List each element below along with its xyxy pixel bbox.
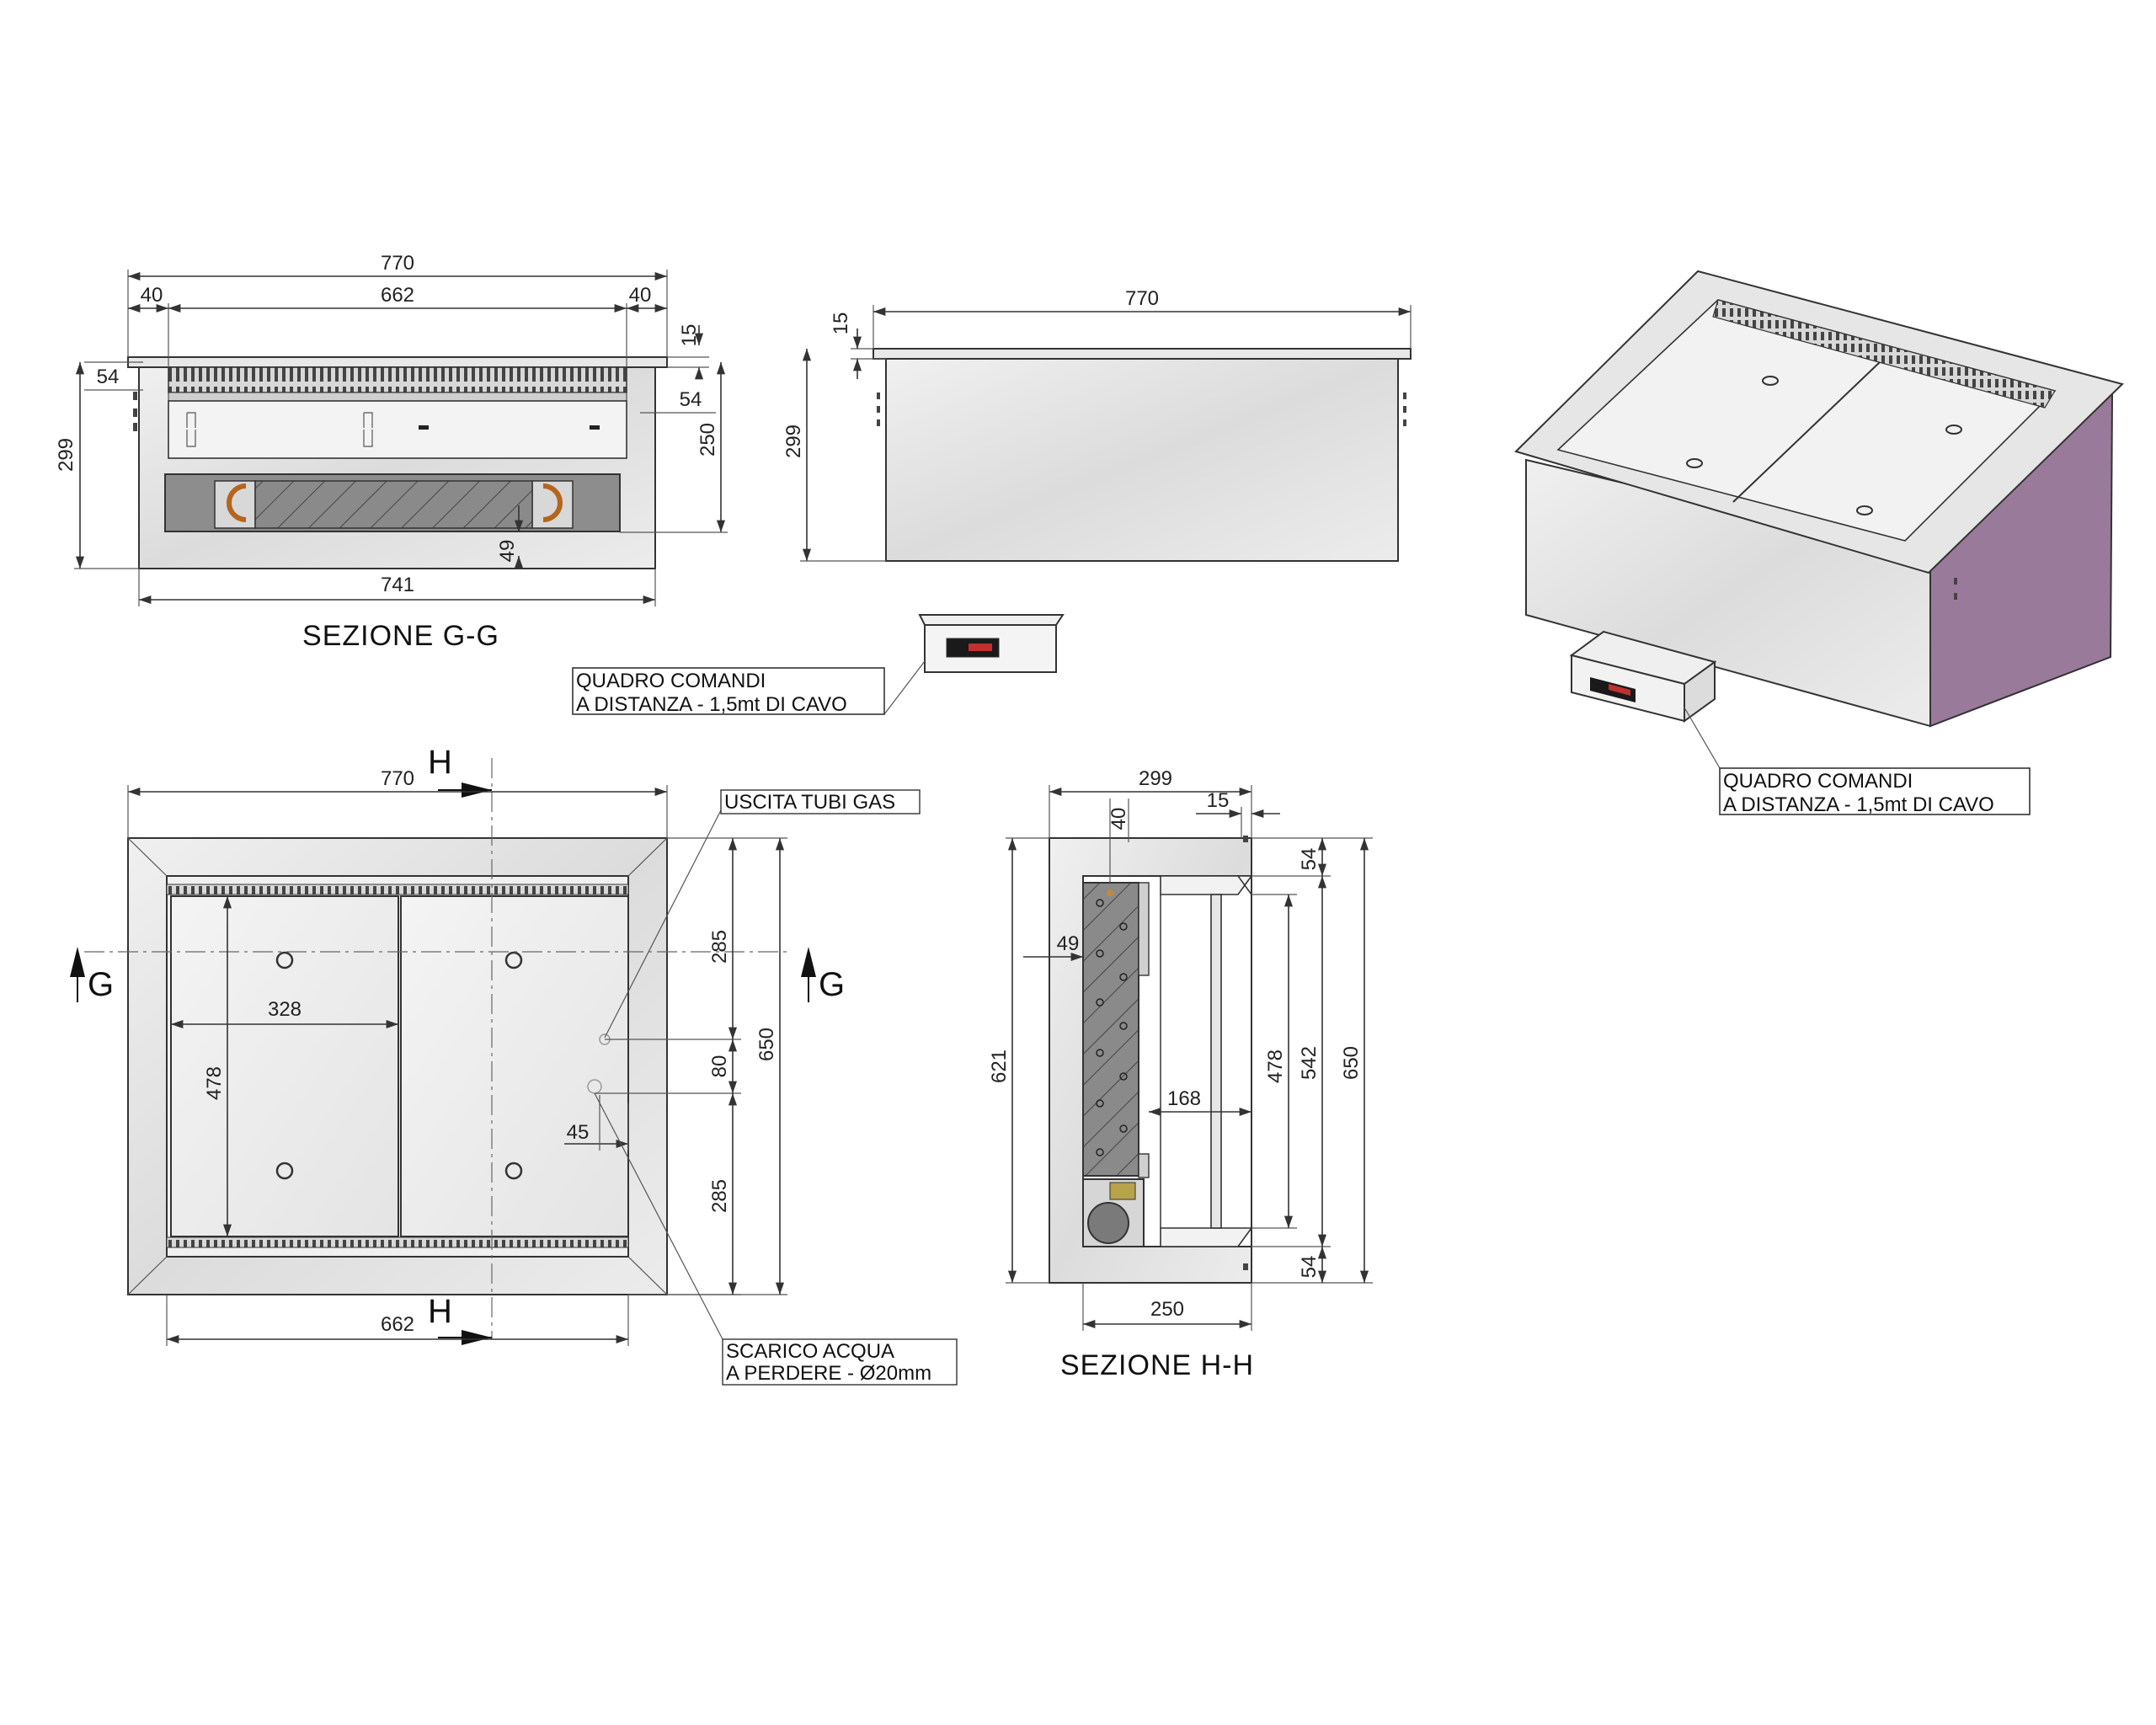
dim-gg-inner-width: 662: [381, 284, 414, 307]
section-g-title: SEZIONE G-G: [302, 620, 499, 652]
burner-holes: [1096, 899, 1128, 1156]
side-view: [873, 348, 1412, 562]
control-panel-box: [918, 614, 1065, 673]
side-view-dimensions: 770 15 299: [782, 287, 1412, 562]
dim-hh-well-height: 478: [1264, 1049, 1287, 1083]
section-g-dimensions: 770 40 662 40 15 54 54 299 250 49 741 SE…: [55, 252, 728, 652]
dim-hh-top-gap: 54: [1298, 848, 1321, 871]
plan-callouts: USCITA TUBI GAS SCARICO ACQUA A PERDERE …: [594, 789, 958, 1386]
plan-dimensions: 770 662 328 478 285 80 285 650 45: [127, 767, 787, 1346]
dim-plan-lower: 285: [708, 1179, 731, 1213]
dim-gg-right-offset: 54: [680, 388, 702, 411]
dim-hh-total-width: 299: [1139, 767, 1172, 790]
dim-plan-offset: 45: [567, 1121, 590, 1144]
dim-plan-plate-height: 478: [203, 1066, 226, 1100]
dim-hh-well-outer: 542: [1298, 1046, 1321, 1080]
section-h-title: SEZIONE H-H: [1060, 1349, 1254, 1381]
cut-h-top: H: [428, 744, 452, 781]
dim-gg-bottom-gap: 49: [496, 540, 519, 563]
dim-gg-inner-height: 250: [696, 423, 719, 457]
perspective-label-1: QUADRO COMANDI: [1723, 770, 1913, 793]
dim-plan-upper: 285: [708, 930, 731, 964]
dim-hh-well-depth: 168: [1167, 1087, 1201, 1110]
control-panel-label-1: QUADRO COMANDI: [576, 670, 766, 692]
dim-gg-top-thickness: 15: [678, 324, 701, 347]
dim-side-width: 770: [1125, 287, 1159, 310]
control-panel-label-2: A DISTANZA - 1,5mt DI CAVO: [576, 693, 847, 716]
dim-hh-total-depth: 650: [1340, 1046, 1363, 1080]
dim-plan-plate-width: 328: [268, 998, 302, 1021]
dim-hh-burner: 49: [1057, 932, 1080, 955]
perspective-view: [1514, 270, 2124, 728]
cut-g-left: G: [88, 966, 114, 1003]
dim-gg-right-margin: 40: [629, 284, 652, 307]
callout-drain-2: A PERDERE - Ø20mm: [726, 1362, 931, 1385]
dim-gg-base-width: 741: [381, 574, 414, 596]
section-h-dimensions: 299 15 40 49 621 168 478 542 650 54 54: [988, 767, 1373, 1381]
dim-gg-height: 299: [55, 438, 77, 472]
plan-view: [84, 758, 792, 1339]
cut-h-bottom: H: [428, 1293, 452, 1330]
callout-drain-1: SCARICO ACQUA: [726, 1340, 894, 1363]
dim-hh-top-offset: 40: [1107, 808, 1130, 830]
section-g-view: [127, 356, 668, 569]
dim-plan-middle: 80: [708, 1055, 731, 1078]
dim-gg-left-margin: 40: [141, 284, 163, 307]
perspective-label-2: A DISTANZA - 1,5mt DI CAVO: [1723, 793, 1994, 816]
section-h-view: [1049, 836, 1253, 1284]
dim-hh-lip: 15: [1207, 789, 1230, 812]
dim-hh-base-width: 250: [1150, 1298, 1184, 1321]
dim-hh-bottom-gap: 54: [1298, 1256, 1321, 1279]
dim-hh-height-inner: 621: [988, 1049, 1011, 1083]
dim-side-height: 299: [782, 425, 805, 458]
cut-g-right: G: [819, 966, 845, 1003]
dim-plan-inner-width: 662: [381, 1313, 414, 1336]
dim-plan-depth: 650: [755, 1028, 778, 1061]
dim-plan-total-width: 770: [381, 767, 414, 790]
dim-side-top-thickness: 15: [830, 312, 852, 335]
perspective-callout: QUADRO COMANDI A DISTANZA - 1,5mt DI CAV…: [1684, 707, 2031, 816]
dim-gg-total-width: 770: [381, 252, 414, 275]
dim-gg-left-offset: 54: [97, 366, 120, 388]
callout-gas: USCITA TUBI GAS: [724, 791, 895, 814]
control-panel-callout: QUADRO COMANDI A DISTANZA - 1,5mt DI CAV…: [572, 660, 926, 716]
